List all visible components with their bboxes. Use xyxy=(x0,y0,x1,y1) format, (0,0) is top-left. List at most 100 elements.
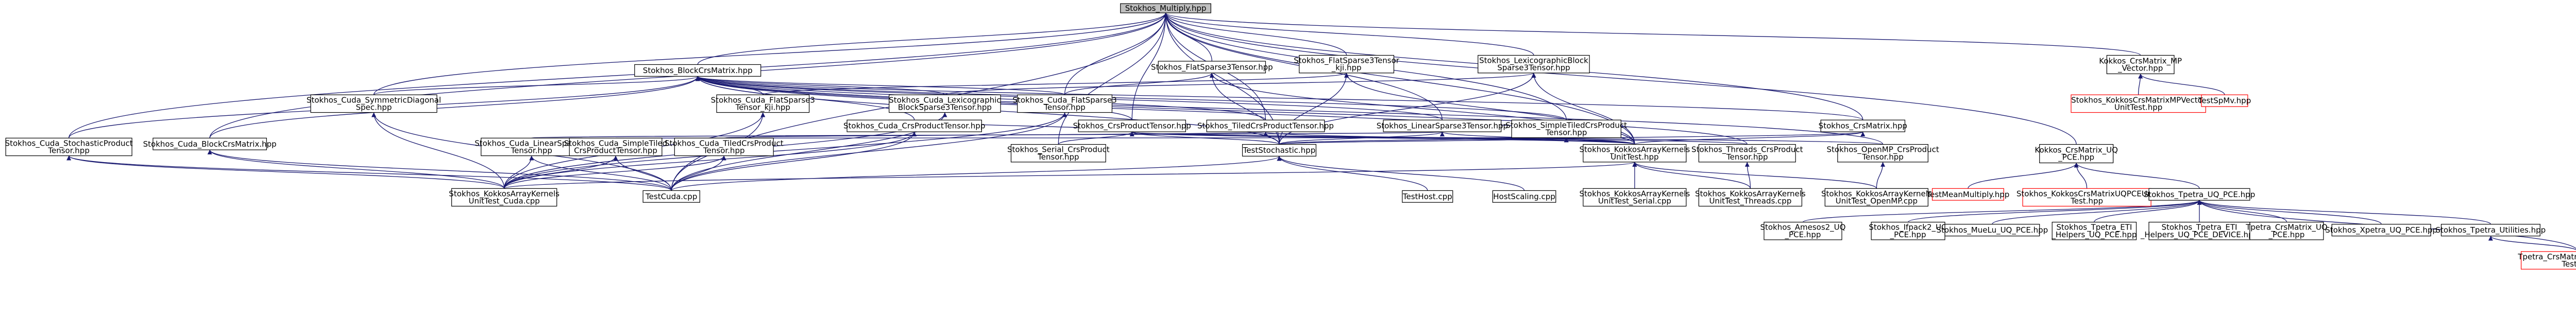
node-label: Tensor.hpp xyxy=(47,146,89,155)
edge-cuda_bcrs-to-bcrs xyxy=(209,76,700,138)
node-xpetra[interactable]: Stokhos_Xpetra_UQ_PCE.hpp xyxy=(2325,224,2437,237)
node-label: Stokhos_KokkosCrsMatrixMPVector xyxy=(2071,95,2206,105)
node-label: Stokhos_Cuda_Lexicographic xyxy=(889,95,1001,105)
node-label: Stokhos_Threads_CrsProduct xyxy=(1691,145,1803,155)
node-kcrsmp[interactable]: Kokkos_CrsMatrix_MP_Vector.hpp xyxy=(2099,55,2182,75)
node-cuda_crsprod[interactable]: Stokhos_Cuda_CrsProductTensor.hpp xyxy=(843,119,985,132)
node-kcrsmpunit[interactable]: Stokhos_KokkosCrsMatrixMPVectorUnitTest.… xyxy=(2071,94,2206,113)
node-testcuda[interactable]: TestCuda.cpp xyxy=(642,190,700,203)
node-cuda_linsparse[interactable]: Stokhos_Cuda_LinearSparse3Tensor.hpp xyxy=(474,137,588,156)
node-label: Stokhos_KokkosCrsMatrixUQPCEUnit xyxy=(2016,189,2157,199)
edge-xpetra-to-tpetra_uq xyxy=(2197,200,2382,225)
node-tpetracrsunit[interactable]: Tpetra_CrsMatrix_UQ_PCE_UnitTest.hpp xyxy=(2517,251,2576,270)
node-eti_helpers_dev[interactable]: Stokhos_Tpetra_ETI_Helpers_UQ_PCE_DEVICE… xyxy=(2140,222,2258,240)
node-label: Tensor.hpp xyxy=(1037,152,1079,162)
node-label: UnitTest.hpp xyxy=(1611,152,1658,162)
node-testmean[interactable]: TestMeanMultiply.hpp xyxy=(1926,188,2010,201)
edge-kak_cuda-to-cuda_simpletiled xyxy=(504,155,618,189)
node-label: Stokhos_SimpleTiledCrsProduct xyxy=(1505,120,1627,130)
node-label: Stokhos_FlatSparse3Tensor.hpp xyxy=(1151,62,1273,72)
edge-tpetra_uq-to-kcrsuq xyxy=(2074,163,2200,189)
edge-kcrsuqunit-to-kcrsuq xyxy=(2074,163,2088,189)
node-tpetra_util[interactable]: Stokhos_Tpetra_Utilities.hpp xyxy=(2436,224,2546,237)
node-box xyxy=(2039,144,2114,164)
edge-kak_cuda-to-cuda_symdiag xyxy=(371,112,505,189)
edge-kak_cuda-to-cuda_flat3 xyxy=(504,112,1067,189)
node-eti_helpers[interactable]: Stokhos_Tpetra_ETI_Helpers_UQ_PCE.hpp xyxy=(2051,222,2137,240)
node-cuda_simpletiled[interactable]: Stokhos_Cuda_SimpleTiledCrsProductTensor… xyxy=(564,137,667,156)
node-label: Stokhos_Xpetra_UQ_PCE.hpp xyxy=(2325,225,2437,235)
node-lexbs[interactable]: Stokhos_LexicographicBlockSparse3Tensor.… xyxy=(1478,55,1590,74)
node-kak_openmp[interactable]: Stokhos_KokkosArrayKernelsUnitTest_OpenM… xyxy=(1821,188,1932,207)
node-tpetra_uq[interactable]: Stokhos_Tpetra_UQ_PCE.hpp xyxy=(2144,188,2256,201)
node-label: Stokhos_Cuda_SymmetricDiagonal xyxy=(307,95,441,105)
node-hostscaling[interactable]: HostScaling.cpp xyxy=(1492,190,1556,203)
edge-crsprod-to-root xyxy=(1131,13,1168,120)
node-label: Stokhos_Serial_CrsProduct xyxy=(1007,145,1110,155)
node-label: Stokhos_Multiply.hpp xyxy=(1125,4,1207,13)
edge-lexbs-to-root xyxy=(1163,12,1534,56)
node-box xyxy=(1820,119,1906,132)
node-label: Tensor.hpp xyxy=(1861,152,1903,162)
node-crsprod[interactable]: Stokhos_CrsProductTensor.hpp xyxy=(1073,119,1191,132)
node-root[interactable]: Stokhos_Multiply.hpp xyxy=(1120,3,1211,13)
node-box xyxy=(1078,119,1186,132)
node-box xyxy=(1583,144,1687,163)
node-cuda_tiledcrs[interactable]: Stokhos_Cuda_TiledCrsProductTensor.hpp xyxy=(665,137,784,156)
node-threads_crs[interactable]: Stokhos_Threads_CrsProductTensor.hpp xyxy=(1691,144,1803,163)
node-openmp_crs[interactable]: Stokhos_OpenMP_CrsProductTensor.hpp xyxy=(1826,144,1939,163)
node-tiledcrs[interactable]: Stokhos_TiledCrsProductTensor.hpp xyxy=(1197,119,1334,132)
node-label: _Helpers_UQ_PCE.hpp xyxy=(2051,230,2137,240)
node-cuda_bcrs[interactable]: Stokhos_Cuda_BlockCrsMatrix.hpp xyxy=(143,137,277,150)
node-teststoch[interactable]: TestStochastic.hpp xyxy=(1242,144,1317,157)
node-ifpack2[interactable]: Stokhos_Ifpack2_UQ_PCE.hpp xyxy=(1869,222,1947,240)
node-tpetra_crs[interactable]: Tpetra_CrsMatrix_UQ_PCE.hpp xyxy=(2245,222,2328,240)
node-box xyxy=(1837,144,1928,163)
edge-cuda_flat3-to-bcrs xyxy=(696,76,1065,95)
node-linsparse[interactable]: Stokhos_LinearSparse3Tensor.hpp xyxy=(1377,119,1508,132)
edge-kak_cuda-to-cuda_bcrs xyxy=(207,149,505,189)
edge-testspmv-to-kcrsmp xyxy=(2138,74,2225,95)
node-testspmv[interactable]: TestSpMv.hpp xyxy=(2198,94,2251,107)
node-cuda_flat3kji[interactable]: Stokhos_Cuda_FlatSparse3Tensor_kji.hpp xyxy=(711,94,815,113)
node-label: Stokhos_TiledCrsProductTensor.hpp xyxy=(1197,121,1334,131)
node-box xyxy=(634,64,761,77)
node-box xyxy=(1299,55,1395,74)
node-testhost[interactable]: TestHost.cpp xyxy=(1402,190,1453,203)
node-kcrsuq[interactable]: Kokkos_CrsMatrix_UQ_PCE.hpp xyxy=(2035,144,2118,164)
node-box xyxy=(1017,94,1113,113)
node-bcrs[interactable]: Stokhos_BlockCrsMatrix.hpp xyxy=(634,64,761,77)
node-label: Stokhos_LinearSparse3Tensor.hpp xyxy=(1377,121,1508,131)
node-layer: Stokhos_Multiply.hppStokhos_BlockCrsMatr… xyxy=(5,3,2576,270)
node-cuda_lex[interactable]: Stokhos_Cuda_LexicographicBlockSparse3Te… xyxy=(889,94,1001,113)
node-muelu[interactable]: Stokhos_MueLu_UQ_PCE.hpp xyxy=(1937,224,2048,237)
edge-testcuda-to-cuda_flat3 xyxy=(671,112,1067,191)
node-serial_crs[interactable]: Stokhos_Serial_CrsProductTensor.hpp xyxy=(1007,144,1110,163)
node-label: Stokhos_Cuda_StochasticProduct xyxy=(5,138,133,148)
node-label: Stokhos_MueLu_UQ_PCE.hpp xyxy=(1937,225,2048,235)
edge-stoch_prod-to-root xyxy=(68,13,1168,138)
node-flat3[interactable]: Stokhos_FlatSparse3Tensor.hpp xyxy=(1151,61,1273,74)
edge-kcrsmpunit-to-kcrsmp xyxy=(2138,74,2143,95)
node-crsmat[interactable]: Stokhos_CrsMatrix.hpp xyxy=(1819,119,1907,132)
node-cuda_flat3[interactable]: Stokhos_Cuda_FlatSparse3Tensor.hpp xyxy=(1012,94,1117,113)
node-label: Stokhos_Tpetra_Utilities.hpp xyxy=(2436,225,2546,235)
node-box xyxy=(889,94,1001,113)
node-box xyxy=(2520,251,2576,270)
node-box xyxy=(1383,119,1502,132)
node-kak_cuda[interactable]: Stokhos_KokkosArrayKernelsUnitTest_Cuda.… xyxy=(449,188,560,207)
node-flat3kji[interactable]: Stokhos_FlatSparse3Tensor_kji.hpp xyxy=(1294,55,1400,74)
node-kak_serial[interactable]: Stokhos_KokkosArrayKernelsUnitTest_Seria… xyxy=(1580,188,1690,207)
node-label: Tpetra_CrsMatrix_UQ xyxy=(2245,223,2328,233)
node-label: Stokhos_CrsProductTensor.hpp xyxy=(1073,121,1191,131)
node-kak_threads[interactable]: Stokhos_KokkosArrayKernelsUnitTest_Threa… xyxy=(1695,188,1806,207)
node-amesos2[interactable]: Stokhos_Amesos2_UQ_PCE.hpp xyxy=(1760,222,1845,240)
edge-tpetra_util-to-tpetra_uq xyxy=(2197,200,2492,225)
edge-teststoch-to-flat3 xyxy=(1209,73,1280,145)
